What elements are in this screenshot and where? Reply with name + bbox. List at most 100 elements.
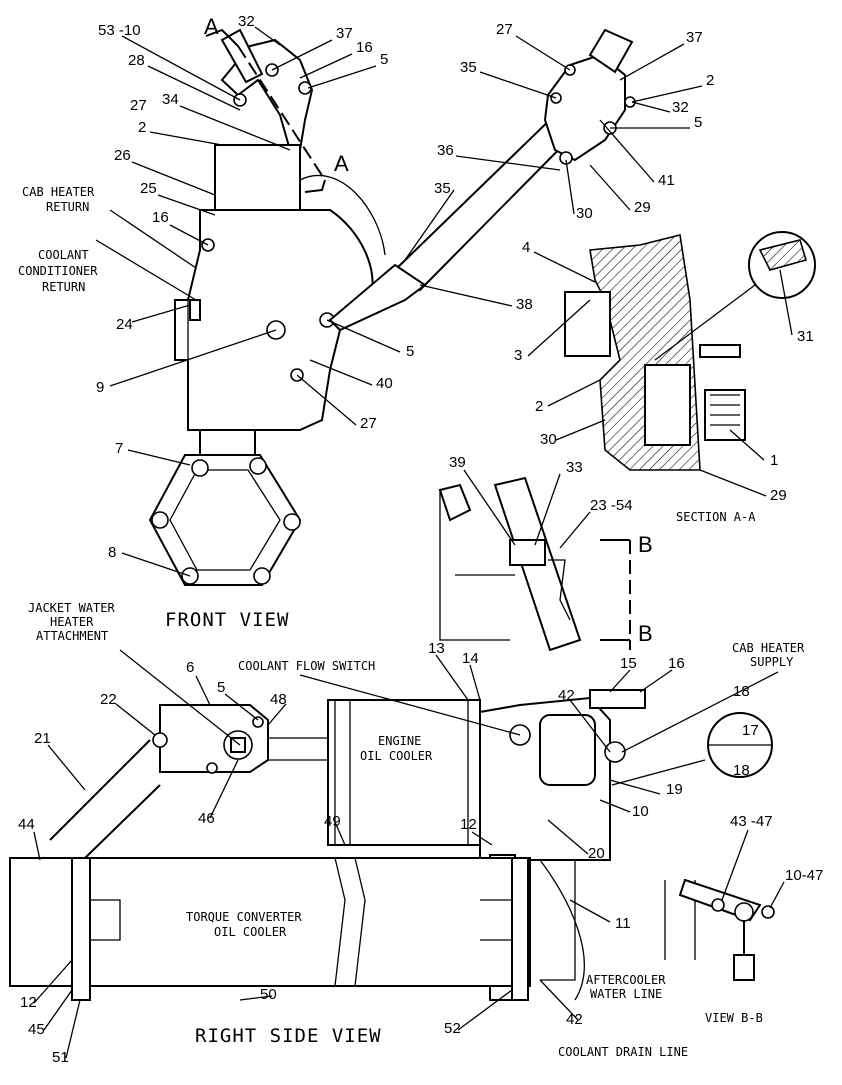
callout-32: 32 <box>672 99 689 116</box>
label-torque-converter-2: OIL COOLER <box>214 925 287 939</box>
view-titles: FRONT VIEW RIGHT SIDE VIEW SECTION A-A V… <box>165 14 763 1047</box>
callout-28: 28 <box>128 52 145 69</box>
callout-40: 40 <box>376 375 393 392</box>
callout-5: 5 <box>380 51 388 68</box>
callout-11: 11 <box>615 915 631 932</box>
callout-25: 25 <box>140 180 157 197</box>
callout-18: 18 <box>733 762 750 779</box>
callout-37: 37 <box>336 25 353 42</box>
callout-39: 39 <box>449 454 466 471</box>
callout-38: 38 <box>516 296 533 313</box>
label-cab-heater-supply-2: SUPPLY <box>750 655 794 669</box>
section-marker-a-bottom: A <box>334 151 349 176</box>
callout-33: 33 <box>566 459 583 476</box>
callout-21: 21 <box>34 730 51 747</box>
callout-23-54: 23 -54 <box>590 497 633 514</box>
callout-43-47: 43 -47 <box>730 813 773 830</box>
callout-16: 16 <box>356 39 373 56</box>
callout-16: 16 <box>152 209 169 226</box>
callout-5: 5 <box>406 343 414 360</box>
callout-35: 35 <box>434 180 451 197</box>
view-marker-b-bottom: B <box>638 621 653 646</box>
callout-3: 3 <box>514 347 522 364</box>
callout-44: 44 <box>18 816 35 833</box>
label-jacket-water-3: ATTACHMENT <box>36 629 108 643</box>
callout-36: 36 <box>437 142 454 159</box>
callout-2: 2 <box>535 398 543 415</box>
callout-5: 5 <box>217 679 225 696</box>
callout-7: 7 <box>115 440 123 457</box>
callout-10-47: 10-47 <box>785 867 823 884</box>
label-engine-oil-cooler-1: ENGINE <box>378 734 421 748</box>
callout-31: 31 <box>797 328 814 345</box>
label-torque-converter-1: TORQUE CONVERTER <box>186 910 302 924</box>
callout-2: 2 <box>706 72 714 89</box>
label-aftercooler-2: WATER LINE <box>590 987 662 1001</box>
callout-13: 13 <box>428 640 445 657</box>
label-coolant-conditioner-3: RETURN <box>42 280 85 294</box>
callout-30: 30 <box>540 431 557 448</box>
callout-2: 2 <box>138 119 146 136</box>
callout-41: 41 <box>658 172 675 189</box>
callout-51: 51 <box>52 1049 69 1066</box>
section-a-a-drawing <box>564 231 816 471</box>
callout-17: 17 <box>742 722 759 739</box>
callout-29: 29 <box>634 199 651 216</box>
section-marker-a-top: A <box>204 14 219 39</box>
callout-27: 27 <box>360 415 377 432</box>
label-coolant-conditioner-1: COOLANT <box>38 248 89 262</box>
label-coolant-drain-line: COOLANT DRAIN LINE <box>558 1045 688 1059</box>
callout-19: 19 <box>666 781 683 798</box>
callout-52: 52 <box>444 1020 461 1037</box>
view-b-b-title: VIEW B-B <box>705 1011 763 1025</box>
label-jacket-water-2: HEATER <box>50 615 94 629</box>
callout-14: 14 <box>462 650 479 667</box>
label-jacket-water-1: JACKET WATER <box>28 601 115 615</box>
callout-42: 42 <box>558 687 575 704</box>
callout-22: 22 <box>100 691 117 708</box>
callout-1: 1 <box>770 452 778 469</box>
label-cab-heater-return-1: CAB HEATER <box>22 185 95 199</box>
callout-32: 32 <box>238 13 255 30</box>
note-labels: CAB HEATER RETURN COOLANT CONDITIONER RE… <box>18 185 805 1059</box>
callout-16: 16 <box>668 655 685 672</box>
callout-5: 5 <box>694 114 702 131</box>
callout-6: 6 <box>186 659 194 676</box>
callout-27: 27 <box>130 97 147 114</box>
callout-53-10: 53 -10 <box>98 22 141 39</box>
callout-42: 42 <box>566 1011 583 1028</box>
callout-49: 49 <box>324 813 341 830</box>
callout-8: 8 <box>108 544 116 561</box>
view-marker-b-top: B <box>638 532 653 557</box>
callout-46: 46 <box>198 810 215 827</box>
callout-37: 37 <box>686 29 703 46</box>
callout-24: 24 <box>116 316 133 333</box>
callout-34: 34 <box>162 91 179 108</box>
label-coolant-flow-switch: COOLANT FLOW SWITCH <box>238 659 375 673</box>
callout-26: 26 <box>114 147 131 164</box>
callout-29: 29 <box>770 487 787 504</box>
label-cab-heater-supply-1: CAB HEATER <box>732 641 805 655</box>
callout-4: 4 <box>522 239 530 256</box>
callout-48: 48 <box>270 691 287 708</box>
front-view-title: FRONT VIEW <box>165 609 289 631</box>
callout-20: 20 <box>588 845 605 862</box>
label-aftercooler-1: AFTERCOOLER <box>586 973 666 987</box>
switch-detail-drawing <box>438 476 631 652</box>
right-side-view-drawing <box>9 689 775 1001</box>
callout-35: 35 <box>460 59 477 76</box>
callout-30: 30 <box>576 205 593 222</box>
label-engine-oil-cooler-2: OIL COOLER <box>360 749 433 763</box>
callout-9: 9 <box>96 379 104 396</box>
callout-18: 18 <box>733 683 750 700</box>
callout-12: 12 <box>20 994 37 1011</box>
section-a-a-title: SECTION A-A <box>676 510 756 524</box>
callout-10: 10 <box>632 803 649 820</box>
front-view-drawing <box>148 28 636 586</box>
callout-12: 12 <box>460 816 477 833</box>
right-side-view-title: RIGHT SIDE VIEW <box>195 1025 382 1047</box>
callout-27: 27 <box>496 21 513 38</box>
leader-lines <box>33 26 793 1059</box>
label-coolant-conditioner-2: CONDITIONER <box>18 264 98 278</box>
